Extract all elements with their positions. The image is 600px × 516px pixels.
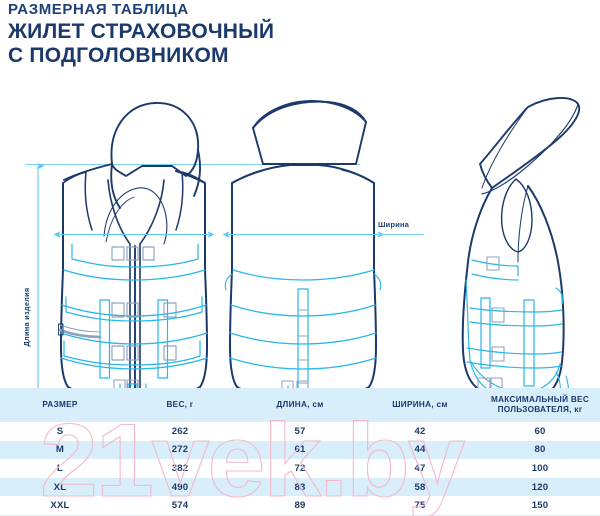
table-row: M 272 61 44 80 xyxy=(0,440,600,460)
table-row: XXL 574 89 75 150 xyxy=(0,496,600,515)
cell-max-user-weight: 150 xyxy=(531,500,549,512)
cell-max-user-weight: 100 xyxy=(531,462,549,474)
column-header-max-user-weight-line2: ПОЛЬЗОВАТЕЛЯ, кг xyxy=(497,405,583,414)
cell-length: 57 xyxy=(294,425,306,437)
column-header-length: ДЛИНА, см xyxy=(240,388,360,422)
cell-size: L xyxy=(56,462,64,474)
side-view-illustration xyxy=(461,97,581,389)
column-header-size: РАЗМЕР xyxy=(0,388,120,422)
page-title-line-2: С ПОДГОЛОВНИКОМ xyxy=(8,44,229,68)
header-block: РАЗМЕРНАЯ ТАБЛИЦА ЖИЛЕТ СТРАХОВОЧНЫЙ С П… xyxy=(8,1,275,69)
column-header-width: ШИРИНА, см xyxy=(360,388,480,422)
table-row: L 382 72 47 100 xyxy=(0,459,600,478)
cell-max-user-weight: 60 xyxy=(534,425,546,437)
table-header-row: РАЗМЕР ВЕС, г ДЛИНА, см ШИРИНА, см МАКСИ… xyxy=(0,388,600,422)
table-row-filler xyxy=(0,514,600,516)
cell-size: XXL xyxy=(50,500,70,512)
front-view-illustration xyxy=(58,102,208,389)
cell-max-user-weight: 120 xyxy=(531,481,549,493)
cell-weight: 272 xyxy=(171,444,189,456)
cell-length: 89 xyxy=(294,500,306,512)
cell-size: S xyxy=(56,425,64,437)
table-row: XL 490 83 58 120 xyxy=(0,477,600,497)
column-header-width-label: ШИРИНА, см xyxy=(392,399,448,409)
size-table-header: РАЗМЕР ВЕС, г ДЛИНА, см ШИРИНА, см МАКСИ… xyxy=(0,388,600,422)
column-header-weight: ВЕС, г xyxy=(120,388,240,422)
product-diagram: Длина изделия xyxy=(0,84,600,389)
back-view-illustration xyxy=(224,100,382,389)
cell-size: M xyxy=(55,444,65,456)
cell-width: 44 xyxy=(414,444,426,456)
cell-max-user-weight: 80 xyxy=(534,444,546,456)
size-table-body: S 262 57 42 60 M 272 61 44 80 L 382 72 xyxy=(0,422,600,516)
size-table-container: РАЗМЕР ВЕС, г ДЛИНА, см ШИРИНА, см МАКСИ… xyxy=(0,388,600,516)
page-subtitle: РАЗМЕРНАЯ ТАБЛИЦА xyxy=(8,1,189,18)
cell-width: 47 xyxy=(414,462,426,474)
cell-weight: 574 xyxy=(171,500,189,512)
column-header-max-user-weight-line1: МАКСИМАЛЬНЫЙ ВЕС xyxy=(490,394,590,404)
width-dimension: Ширина xyxy=(53,220,425,238)
table-row: S 262 57 42 60 xyxy=(0,422,600,441)
cell-weight: 262 xyxy=(171,425,189,437)
page-title-line-1: ЖИЛЕТ СТРАХОВОЧНЫЙ xyxy=(8,19,275,43)
cell-width: 42 xyxy=(414,425,426,437)
size-table: РАЗМЕР ВЕС, г ДЛИНА, см ШИРИНА, см МАКСИ… xyxy=(0,388,600,516)
width-dimension-label: Ширина xyxy=(378,220,410,229)
cell-length: 83 xyxy=(294,481,306,493)
column-header-length-label: ДЛИНА, см xyxy=(276,399,324,409)
cell-size: XL xyxy=(53,481,67,493)
column-header-size-label: РАЗМЕР xyxy=(42,399,78,409)
length-dimension: Длина изделия xyxy=(22,162,45,389)
cell-width: 75 xyxy=(414,500,426,512)
length-dimension-label: Длина изделия xyxy=(22,288,31,347)
cell-weight: 490 xyxy=(171,481,189,493)
cell-width: 58 xyxy=(414,481,426,493)
cell-length: 61 xyxy=(294,444,306,456)
guide-lines xyxy=(25,164,361,165)
cell-weight: 382 xyxy=(171,462,189,474)
column-header-weight-label: ВЕС, г xyxy=(166,399,194,409)
cell-length: 72 xyxy=(294,462,306,474)
column-header-max-user-weight: МАКСИМАЛЬНЫЙ ВЕС ПОЛЬЗОВАТЕЛЯ, кг xyxy=(480,388,600,422)
